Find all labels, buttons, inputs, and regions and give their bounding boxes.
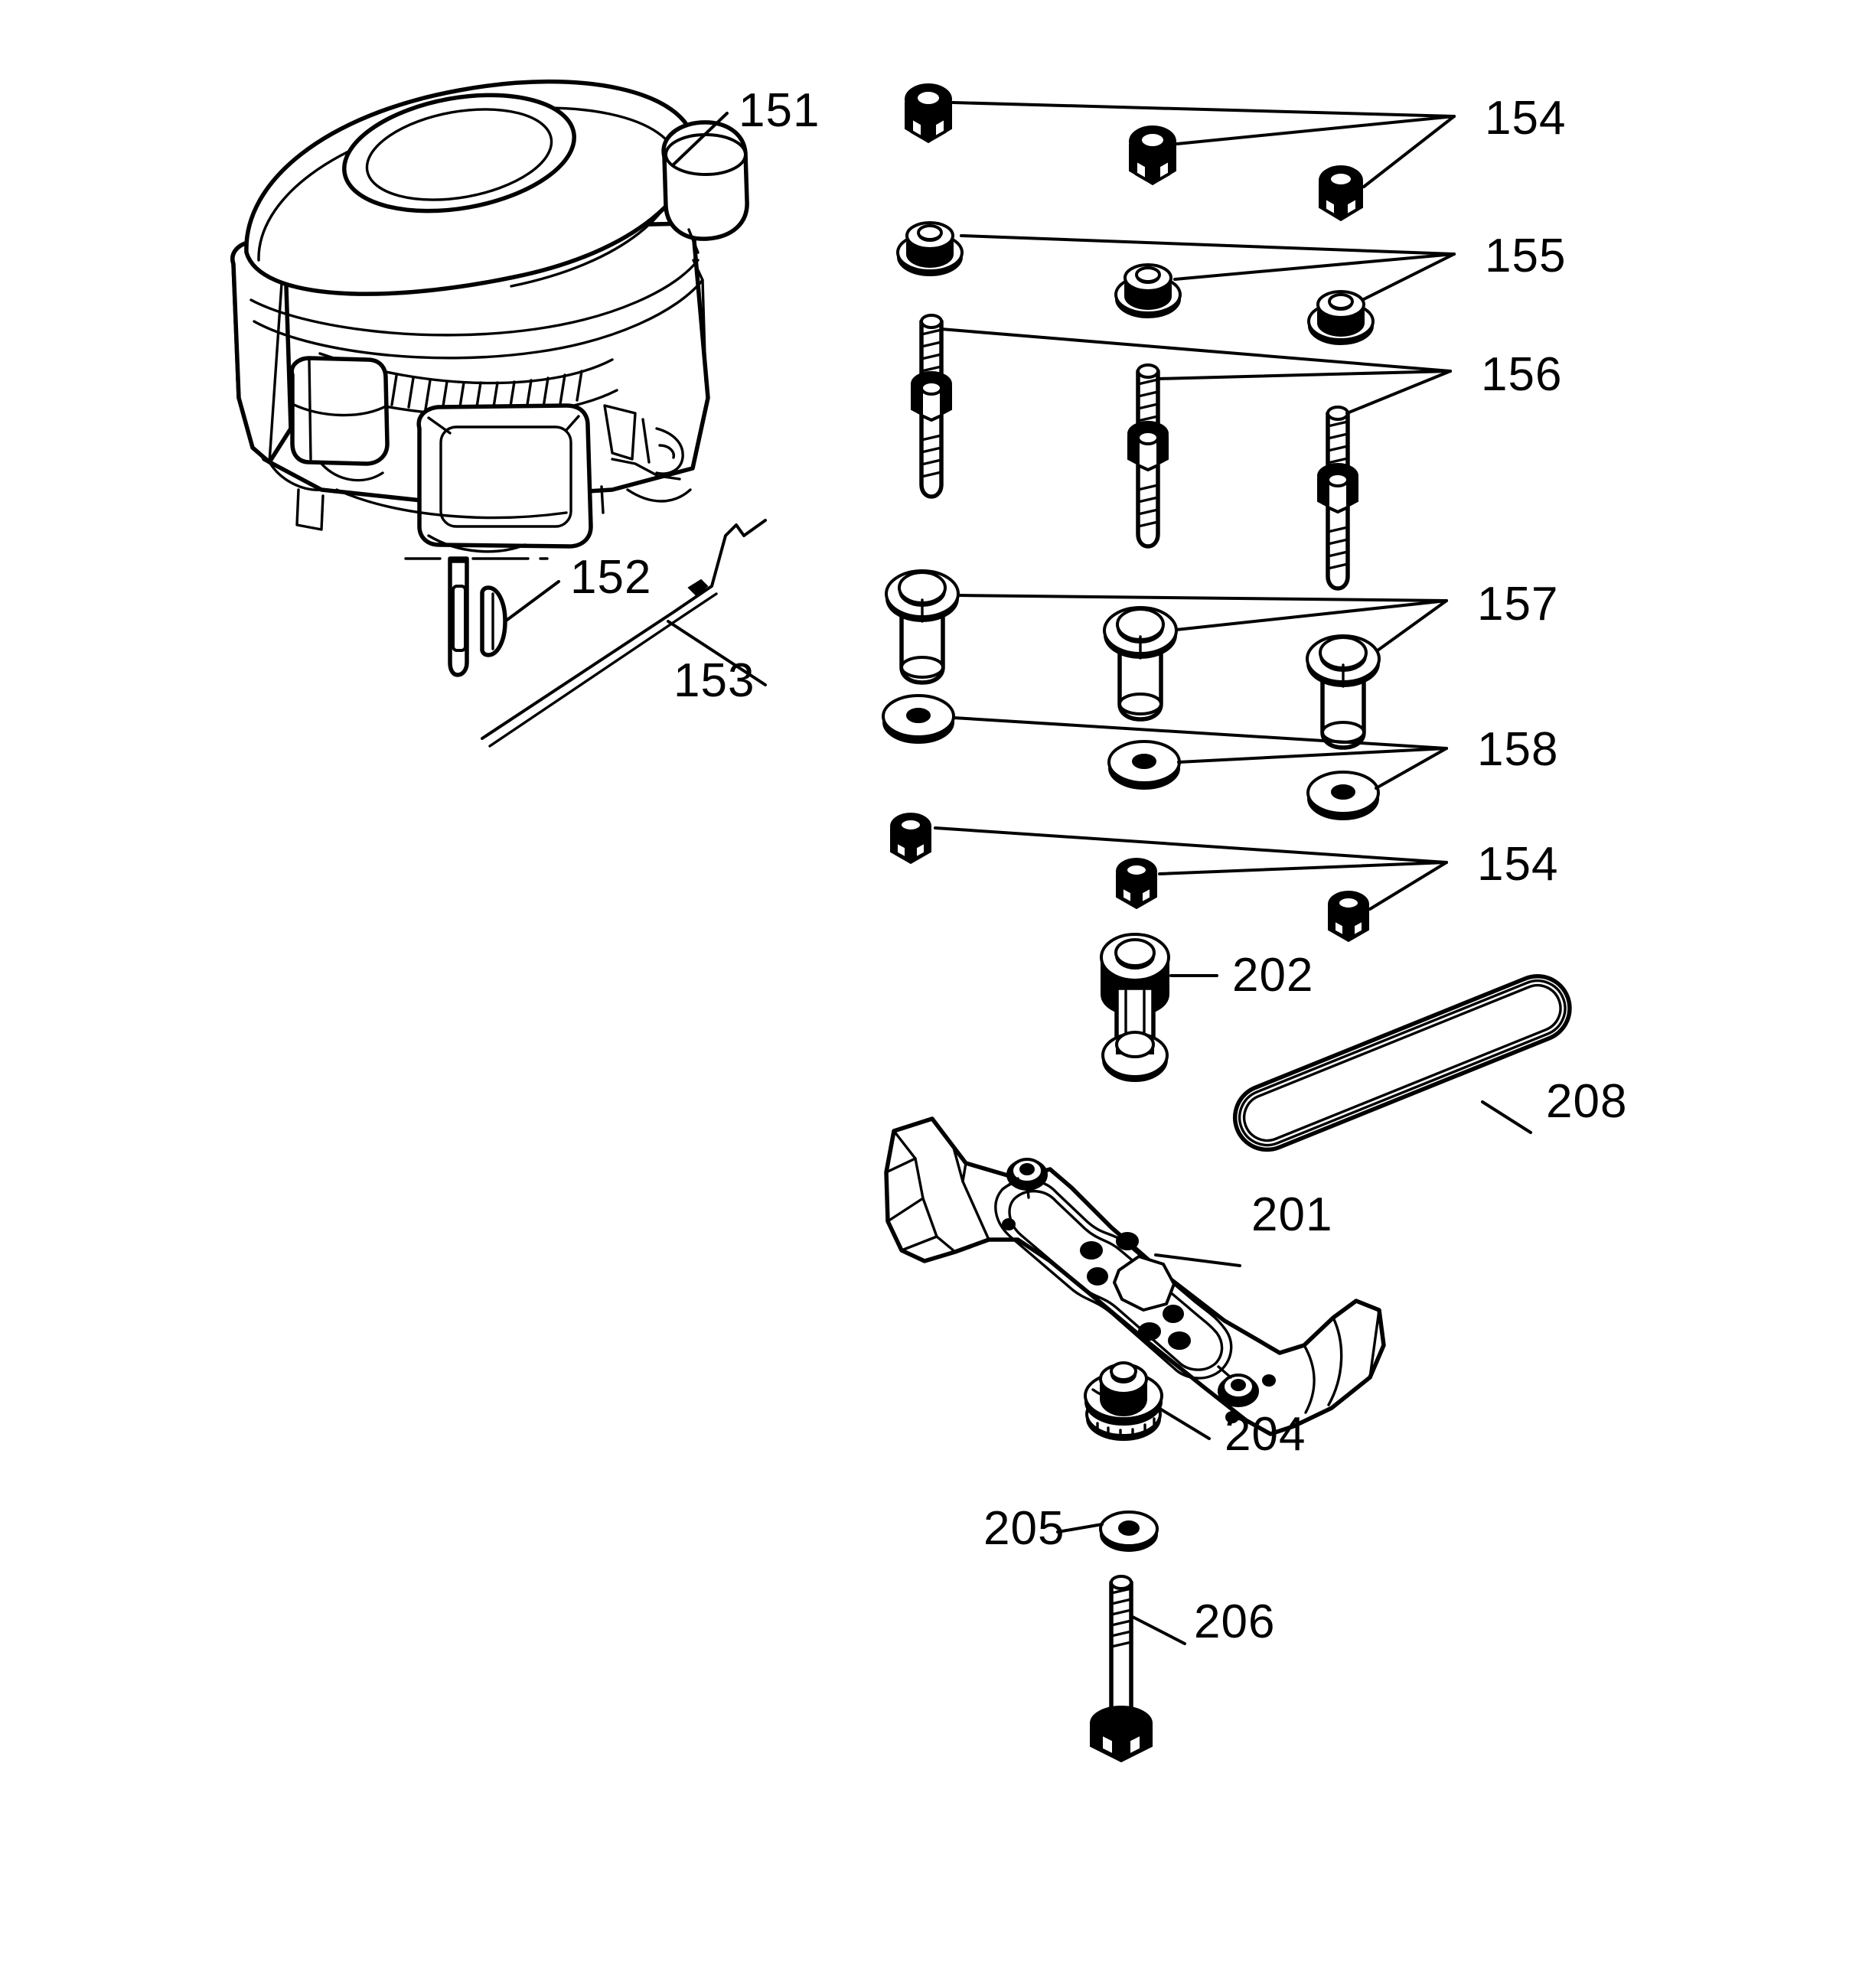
blade-hub-adapter[interactable] <box>1084 1361 1163 1441</box>
callout-155: 155 <box>1485 230 1566 282</box>
rubber-grommet[interactable] <box>896 221 964 276</box>
lock-nut[interactable] <box>905 83 952 144</box>
lock-nut-group-lower[interactable] <box>890 813 1448 943</box>
blade-spacer[interactable] <box>1100 933 1170 1082</box>
drive-belt[interactable] <box>1225 966 1580 1159</box>
blade-bolt-washer[interactable] <box>1099 1511 1159 1552</box>
mount-sleeve-group[interactable] <box>885 569 1448 750</box>
flat-washer-group[interactable] <box>882 694 1448 820</box>
rubber-grommet[interactable] <box>1307 290 1375 345</box>
callout-205: 205 <box>983 1502 1065 1555</box>
mounting-stud[interactable] <box>911 314 952 499</box>
callout-158: 158 <box>1477 723 1558 776</box>
mount-sleeve[interactable] <box>1103 606 1178 722</box>
lock-lock-nut[interactable] <box>1328 891 1369 943</box>
callout-157: 157 <box>1477 578 1558 631</box>
callout-154-lower: 154 <box>1477 838 1558 891</box>
leader-153 <box>667 620 767 686</box>
callout-201: 201 <box>1251 1188 1332 1241</box>
flat-washer[interactable] <box>1306 771 1380 820</box>
leader-208 <box>1481 1100 1532 1134</box>
crankshaft-key[interactable] <box>404 556 549 677</box>
lock-nut[interactable] <box>1116 858 1157 910</box>
leader-151 <box>672 112 729 166</box>
leader-201 <box>1154 1253 1241 1267</box>
control-cable[interactable] <box>481 519 767 748</box>
mount-sleeve[interactable] <box>885 569 960 685</box>
flat-washer[interactable] <box>1107 740 1181 790</box>
leader-206 <box>1130 1615 1186 1645</box>
rubber-grommet[interactable] <box>1114 263 1182 318</box>
engine-assembly[interactable] <box>230 79 749 553</box>
mounting-stud[interactable] <box>1317 406 1358 591</box>
callout-208: 208 <box>1546 1075 1627 1128</box>
callout-153: 153 <box>673 654 755 707</box>
blade-bolt[interactable] <box>1090 1575 1153 1763</box>
mower-blade[interactable] <box>884 1116 1386 1436</box>
leader-205 <box>1056 1523 1104 1533</box>
callout-204: 204 <box>1225 1408 1306 1461</box>
callout-202: 202 <box>1232 949 1313 1002</box>
callout-151: 151 <box>739 84 820 137</box>
callout-206: 206 <box>1194 1595 1275 1648</box>
mount-sleeve[interactable] <box>1306 634 1381 750</box>
lock-nut[interactable] <box>1129 125 1176 186</box>
lock-nut-group-upper[interactable] <box>905 83 1456 222</box>
rubber-grommet-group[interactable] <box>896 221 1456 345</box>
mounting-stud-group[interactable] <box>911 314 1452 591</box>
mounting-stud[interactable] <box>1127 363 1169 549</box>
lock-nut[interactable] <box>890 813 931 865</box>
flat-washer[interactable] <box>882 694 955 744</box>
leader-152 <box>504 580 560 623</box>
leader-204 <box>1157 1406 1211 1440</box>
callout-154-upper: 154 <box>1485 92 1566 145</box>
callout-156: 156 <box>1481 348 1562 401</box>
lock-nut[interactable] <box>1319 165 1363 222</box>
callout-152: 152 <box>570 551 651 604</box>
